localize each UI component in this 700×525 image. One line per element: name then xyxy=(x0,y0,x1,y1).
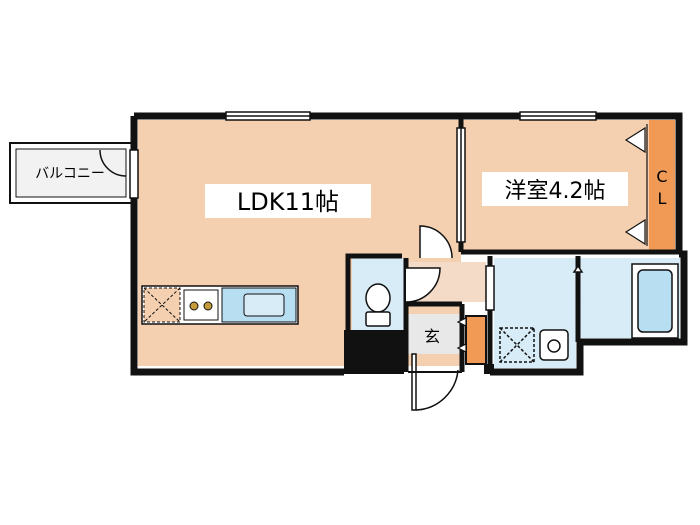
entrance-chevrons xyxy=(456,317,467,353)
balcony-label: バルコニー xyxy=(35,166,105,182)
washbasin-icon xyxy=(499,327,569,363)
entrance-door xyxy=(408,353,462,411)
ventilation-x-icon xyxy=(143,287,181,323)
windows xyxy=(225,111,597,121)
outer-walls xyxy=(130,112,688,376)
western-room-label: 洋室4.2帖 xyxy=(505,179,606,204)
stove-burners-icon xyxy=(183,289,219,321)
balcony xyxy=(9,142,133,204)
entrance-label: 玄 xyxy=(424,327,440,346)
closet-label-c: C xyxy=(656,167,667,186)
ldk-label: LDK11帖 xyxy=(237,188,339,216)
toilet-icon xyxy=(365,283,391,327)
shoe-storage xyxy=(465,315,487,365)
washroom-door xyxy=(485,265,495,311)
kitchen-counter xyxy=(141,285,299,325)
toilet-door xyxy=(405,267,441,303)
ldk-room-sliding-door xyxy=(456,127,466,243)
wall-block xyxy=(344,330,404,374)
bathroom-door xyxy=(572,264,584,300)
closet-door xyxy=(624,124,648,246)
ldk-door xyxy=(419,225,453,259)
kitchen-sink-icon xyxy=(221,287,297,323)
labels: LDK11帖 洋室4.2帖 バルコニー 玄 C L xyxy=(35,166,667,346)
entrance-floor xyxy=(406,314,462,354)
closet xyxy=(649,120,675,250)
balcony-door xyxy=(99,149,139,199)
bathtub-icon xyxy=(631,263,679,339)
closet-label-l: L xyxy=(658,189,667,208)
wall-block xyxy=(484,364,494,374)
